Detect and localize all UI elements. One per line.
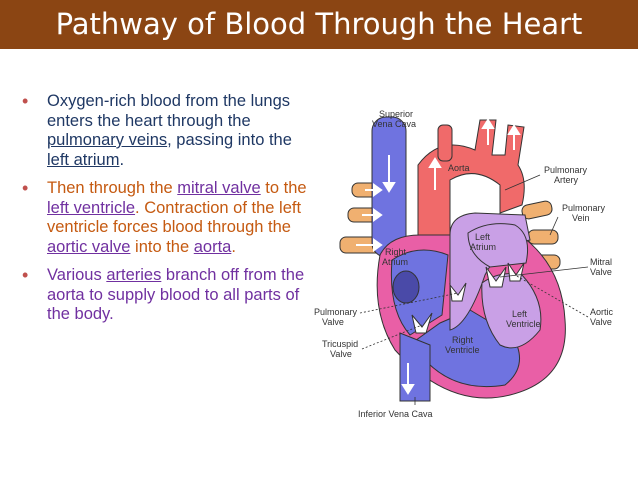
- left-atrium: [467, 223, 529, 268]
- slide-title: Pathway of Blood Through the Heart: [0, 0, 638, 49]
- tricuspid-valve: [411, 312, 433, 334]
- bullet-list: • Oxygen-rich blood from the lungs enter…: [22, 91, 312, 334]
- right-atrium-opening: [392, 270, 420, 304]
- pulmonary-valve: [449, 282, 467, 302]
- aorta-branch: [437, 124, 453, 162]
- mitral-valve-link[interactable]: mitral valve: [177, 179, 261, 197]
- bullet-item-2: • Then through the mitral valve to the l…: [22, 178, 312, 257]
- left-atrium-link[interactable]: left atrium: [47, 150, 120, 169]
- pulmonary-veins-link[interactable]: pulmonary veins: [47, 131, 168, 149]
- bullet-dot-icon: •: [22, 178, 29, 198]
- mitral-valve: [485, 266, 507, 288]
- bullet-item-3: • Various arteries branch off from the a…: [22, 265, 312, 325]
- bullet-text: Then through the mitral valve to the lef…: [47, 179, 307, 256]
- inferior-vena-cava: [399, 332, 431, 402]
- flow-arrows: [356, 118, 521, 395]
- aortic-valve: [507, 262, 525, 282]
- pulmonary-vein-upper: [521, 200, 553, 220]
- leader-lines: [359, 174, 589, 405]
- bullet-text: Oxygen-rich blood from the lungs enters …: [47, 92, 292, 169]
- bullet-dot-icon: •: [22, 265, 29, 285]
- left-ventricle-link[interactable]: left ventricle: [47, 198, 136, 217]
- bullet-dot-icon: •: [22, 91, 29, 111]
- arteries-link[interactable]: arteries: [106, 266, 162, 284]
- inferior-vena-cava-label: Inferior Vena Cava: [358, 409, 433, 419]
- pulmonary-vein-middle: [527, 229, 559, 245]
- aortic-valve-link[interactable]: aortic valve: [47, 237, 131, 256]
- bullet-item-1: • Oxygen-rich blood from the lungs enter…: [22, 91, 312, 170]
- aorta-label: Aorta: [448, 163, 470, 173]
- aorta-link[interactable]: aorta: [193, 237, 232, 256]
- bullet-text: Various arteries branch off from the aor…: [47, 266, 305, 323]
